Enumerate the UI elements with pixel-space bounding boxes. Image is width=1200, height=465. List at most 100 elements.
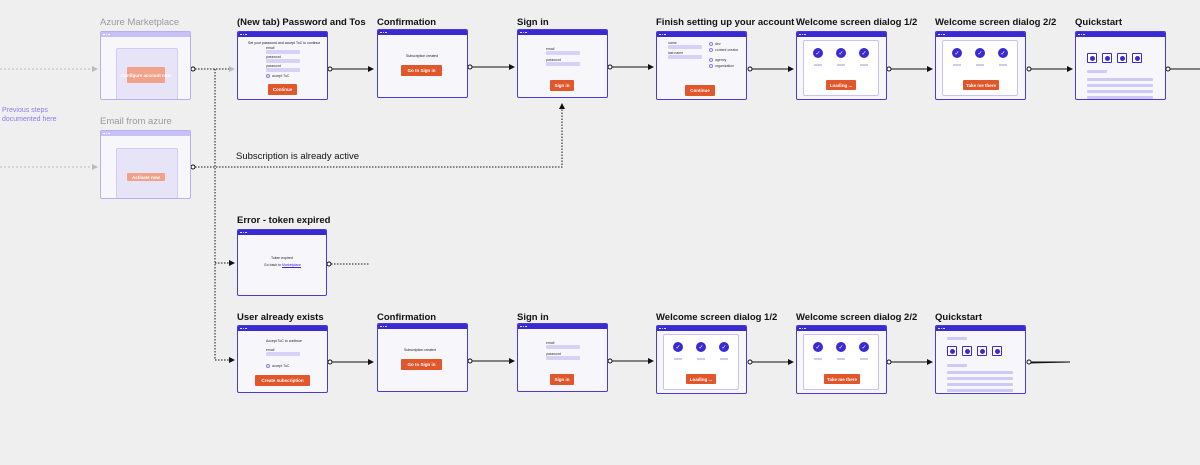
- window-bar: [1076, 32, 1165, 37]
- subscription-created-text: Subscription created: [404, 348, 436, 352]
- email-field[interactable]: [546, 345, 580, 349]
- marketplace-link[interactable]: Marketplace: [281, 263, 301, 267]
- welcome-dialog: ✓ ✓ ✓ Loading ...: [663, 334, 739, 390]
- placeholder-line: [837, 64, 845, 66]
- accept-toc-checkbox[interactable]: [266, 364, 270, 368]
- sign-in-button[interactable]: Sign in: [550, 80, 574, 91]
- continue-button[interactable]: Continue: [685, 85, 715, 96]
- placeholder-line: [860, 64, 868, 66]
- window-bar: [518, 324, 607, 329]
- check-icon: ✓: [952, 48, 962, 58]
- window-bar: [518, 30, 607, 35]
- password-field[interactable]: [546, 356, 580, 360]
- option-agency: agency: [715, 58, 727, 62]
- password-confirm-field[interactable]: [266, 68, 300, 72]
- option-content-creator: content creator: [715, 48, 739, 52]
- placeholder-line: [837, 358, 845, 360]
- password-field[interactable]: [266, 59, 300, 63]
- check-icon: ✓: [859, 48, 869, 58]
- loading-button[interactable]: Loading ...: [826, 80, 856, 90]
- check-icon: ✓: [719, 342, 729, 352]
- quickstart-tile[interactable]: [947, 346, 957, 356]
- email-label: email: [266, 46, 275, 50]
- placeholder-line: [947, 364, 967, 367]
- email-label: email: [266, 348, 275, 352]
- quickstart-tile[interactable]: [1117, 53, 1127, 63]
- option-radio[interactable]: [709, 48, 713, 52]
- check-icon: ✓: [696, 342, 706, 352]
- placeholder-line: [1087, 70, 1107, 73]
- placeholder-line: [947, 337, 967, 340]
- password-tos-title: (New tab) Password and Tos: [237, 17, 366, 28]
- take-me-there-button[interactable]: Take me there: [824, 374, 860, 384]
- placeholder-line: [1087, 78, 1153, 81]
- go-back-line: Go back to Marketplace: [264, 263, 301, 267]
- placeholder-line: [976, 64, 984, 66]
- finish-setup-screen: name last name dev content creator agenc…: [656, 31, 747, 100]
- email-field[interactable]: [266, 352, 300, 356]
- create-subscription-button[interactable]: Create subscription: [255, 375, 310, 386]
- placeholder-line: [814, 64, 822, 66]
- welcome-dialog: ✓ ✓ ✓ Loading ...: [803, 40, 879, 96]
- activate-now-button[interactable]: Activate now: [127, 173, 165, 181]
- option-radio[interactable]: [709, 58, 713, 62]
- option-radio[interactable]: [709, 64, 713, 68]
- loading-button[interactable]: Loading ...: [686, 374, 716, 384]
- password-tos-heading: Set your password and accept ToC to cont…: [248, 41, 321, 45]
- password-confirm-label: password: [266, 64, 281, 68]
- password-label: password: [266, 55, 281, 59]
- sign-in-button[interactable]: Sign in: [550, 374, 574, 385]
- window-bar: [238, 326, 327, 331]
- go-to-sign-in-button[interactable]: Go to Sign in: [401, 359, 442, 370]
- quickstart-tile[interactable]: [977, 346, 987, 356]
- previous-steps-note[interactable]: Previous steps documented here: [2, 106, 56, 124]
- quickstart-tile[interactable]: [962, 346, 972, 356]
- accept-toc-heading: Accept ToC to continue: [266, 339, 302, 343]
- confirmation-screen: Subscription created Go to Sign in: [377, 29, 468, 98]
- welcome2-screen: ✓ ✓ ✓ Take me there: [796, 325, 887, 394]
- check-icon: ✓: [813, 48, 823, 58]
- quickstart-tile[interactable]: [1087, 53, 1097, 63]
- password-field[interactable]: [546, 62, 580, 66]
- quickstart-tile[interactable]: [992, 346, 1002, 356]
- quickstart-tile[interactable]: [1102, 53, 1112, 63]
- email-from-azure-screen: Activate now: [100, 130, 191, 199]
- accept-toc-checkbox[interactable]: [266, 74, 270, 78]
- name-field[interactable]: [668, 45, 702, 49]
- placeholder-line: [947, 377, 1013, 380]
- last-name-field[interactable]: [668, 55, 702, 59]
- sign-in-screen: email password Sign in: [517, 323, 608, 392]
- user-exists-screen: Accept ToC to continue email accept ToC …: [237, 325, 328, 393]
- go-to-sign-in-button[interactable]: Go to Sign in: [401, 65, 442, 76]
- option-organization: organization: [715, 64, 735, 68]
- placeholder-line: [697, 358, 705, 360]
- window-bar: [936, 326, 1025, 331]
- quickstart-title: Quickstart: [1075, 17, 1122, 28]
- azure-marketplace-screen: Configure account now: [100, 31, 191, 100]
- quickstart-screen: [1075, 31, 1166, 100]
- token-expired-text: Token expired: [271, 256, 293, 260]
- quickstart-screen: [935, 325, 1026, 394]
- welcome-dialog: ✓ ✓ ✓ Take me there: [803, 334, 879, 390]
- configure-account-button[interactable]: Configure account now: [121, 67, 171, 83]
- window-bar: [238, 32, 327, 37]
- window-bar: [657, 32, 746, 37]
- placeholder-line: [814, 358, 822, 360]
- take-me-there-button[interactable]: Take me there: [963, 80, 999, 90]
- option-radio[interactable]: [709, 42, 713, 46]
- go-back-text: Go back to: [264, 263, 281, 267]
- quickstart-tile[interactable]: [1132, 53, 1142, 63]
- window-bar: [797, 326, 886, 331]
- placeholder-line: [999, 64, 1007, 66]
- name-label: name: [668, 41, 677, 45]
- email-field[interactable]: [266, 50, 300, 54]
- window-bar: [101, 131, 190, 136]
- marketplace-panel: Configure account now: [116, 48, 178, 99]
- error-token-screen: Token expired Go back to Marketplace: [237, 229, 327, 296]
- subscription-created-text: Subscription created: [406, 54, 438, 58]
- email-label: email: [546, 341, 555, 345]
- continue-button[interactable]: Continue: [268, 84, 297, 95]
- sign-in-title: Sign in: [517, 312, 549, 323]
- email-field[interactable]: [546, 51, 580, 55]
